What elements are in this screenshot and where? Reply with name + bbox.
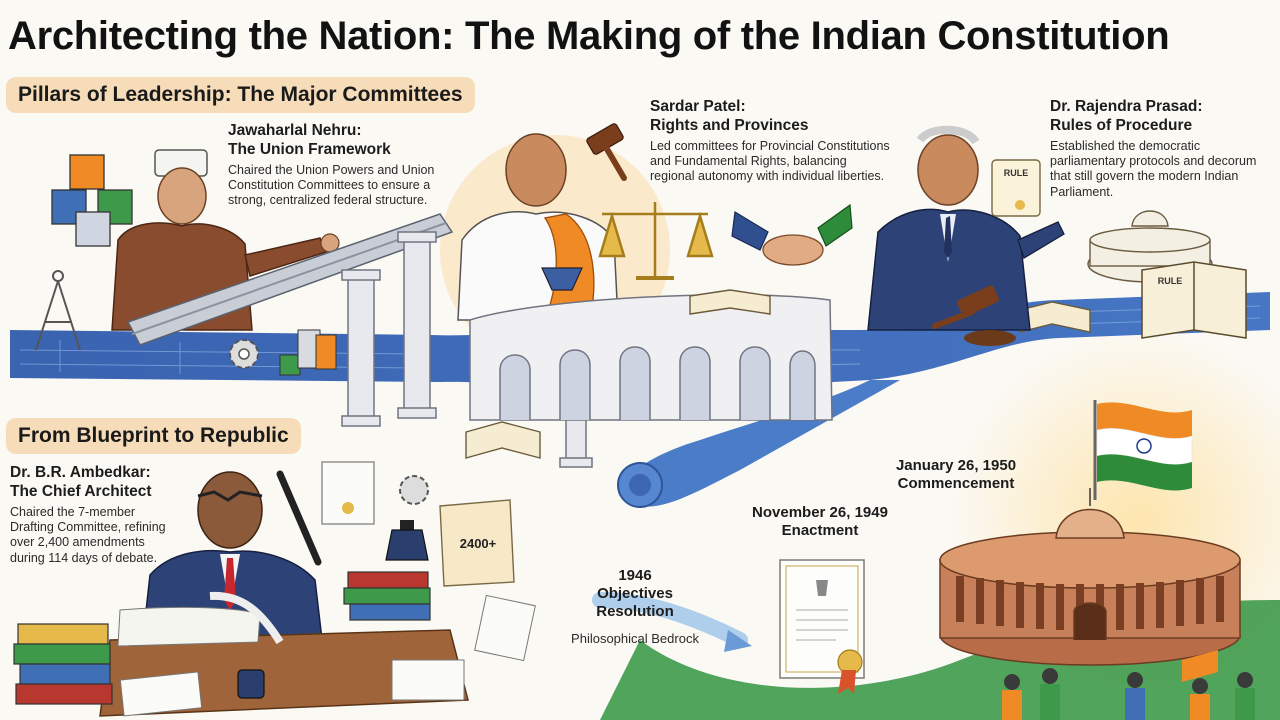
gavel-icon bbox=[586, 123, 627, 181]
leader-role: The Chief Architect bbox=[10, 482, 152, 500]
gear-icon-2 bbox=[399, 475, 429, 505]
leader-role: Rules of Procedure bbox=[1050, 116, 1193, 134]
flag-icon bbox=[1093, 400, 1193, 500]
leader-patel: Sardar Patel: Rights and Provinces Led c… bbox=[650, 98, 890, 185]
colonnade bbox=[469, 294, 833, 421]
leader-description: Led committees for Provincial Constituti… bbox=[650, 138, 890, 184]
leader-name: Dr. Rajendra Prasad: bbox=[1050, 98, 1203, 115]
puzzle-cubes-icon bbox=[51, 154, 133, 247]
milestone-subtitle: Philosophical Bedrock bbox=[571, 631, 699, 646]
columns bbox=[341, 231, 593, 468]
scales-icon bbox=[598, 202, 714, 280]
milestone-event: Enactment bbox=[781, 522, 859, 539]
open-book bbox=[465, 289, 1091, 459]
compass-icon bbox=[35, 270, 81, 351]
parliament-building bbox=[939, 488, 1241, 666]
ink-bottle-icon bbox=[237, 520, 429, 699]
milestone-date: January 26, 1950 bbox=[895, 457, 1017, 474]
rule-scroll-label: RULE bbox=[1004, 168, 1029, 178]
papers bbox=[119, 594, 536, 717]
milestone-date: 1946 bbox=[618, 567, 652, 584]
milestone-1946: 1946 Objectives Resolution Philosophical… bbox=[570, 567, 700, 647]
leader-role: The Union Framework bbox=[228, 140, 391, 158]
rule-book-label: RULE bbox=[1158, 276, 1183, 286]
crowd bbox=[1002, 650, 1255, 720]
leader-prasad: Dr. Rajendra Prasad: Rules of Procedure … bbox=[1050, 98, 1260, 200]
milestone-1950: January 26, 1950 Commencement bbox=[876, 457, 1036, 493]
steel-beam bbox=[126, 213, 454, 346]
amendment-badge: 2400+ bbox=[460, 536, 497, 551]
leader-name: Sardar Patel: bbox=[650, 98, 746, 115]
section-label-blueprint: From Blueprint to Republic bbox=[6, 418, 301, 454]
constitution-certificate bbox=[779, 559, 865, 694]
milestone-date: November 26, 1949 bbox=[752, 504, 888, 521]
gavel-icon-2 bbox=[932, 285, 1016, 346]
section-label-leadership: Pillars of Leadership: The Major Committ… bbox=[6, 77, 475, 113]
milestone-event: Objectives Resolution bbox=[596, 585, 674, 620]
rule-book: RULE bbox=[1141, 261, 1247, 339]
leader-name: Jawaharlal Nehru: bbox=[228, 122, 362, 139]
patel-figure bbox=[457, 133, 619, 321]
leader-description: Chaired the 7-member Drafting Committee,… bbox=[10, 504, 166, 565]
leader-nehru: Jawaharlal Nehru: The Union Framework Ch… bbox=[228, 122, 468, 209]
leader-ambedkar: Dr. B.R. Ambedkar: The Chief Architect C… bbox=[10, 464, 170, 566]
amendment-scroll: 2400+ bbox=[439, 499, 515, 587]
book-stack bbox=[13, 571, 431, 705]
page-title: Architecting the Nation: The Making of t… bbox=[8, 14, 1170, 58]
leader-description: Established the democratic parliamentary… bbox=[1050, 138, 1257, 199]
leader-name: Dr. B.R. Ambedkar: bbox=[10, 464, 151, 481]
leader-description: Chaired the Union Powers and Union Const… bbox=[228, 162, 435, 208]
quill-pen-icon bbox=[209, 470, 322, 645]
milestone-1949: November 26, 1949 Enactment bbox=[730, 504, 910, 540]
leader-role: Rights and Provinces bbox=[650, 116, 809, 134]
document-icon bbox=[321, 461, 375, 525]
milestone-event: Commencement bbox=[897, 475, 1015, 492]
gear-icon bbox=[229, 339, 259, 369]
handshake-icon bbox=[731, 203, 853, 266]
rule-scroll: RULE bbox=[991, 159, 1041, 217]
